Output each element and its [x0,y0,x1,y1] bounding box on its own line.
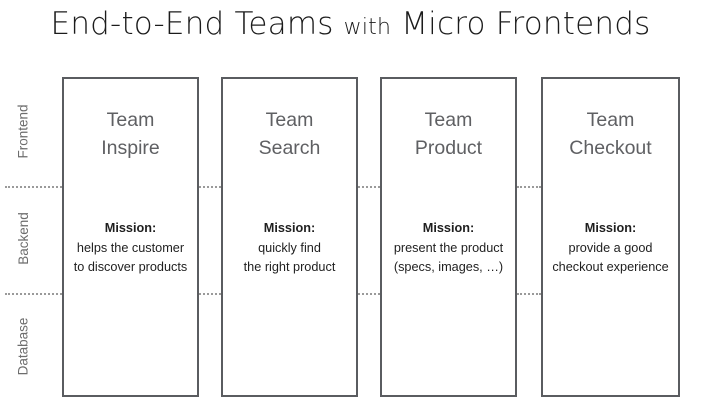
layer-divider-backend-database-gap-1 [199,293,221,295]
layer-divider-frontend-backend-gap-3 [517,186,541,188]
team-name-line-2: Checkout [569,137,652,159]
layer-label-backend: Backend [0,186,46,290]
layer-divider-frontend-backend-gap-2 [358,186,380,188]
mission-heading: Mission: [104,221,157,235]
title-part-teams: End-to-End Teams [50,6,334,42]
mission-heading: Mission: [584,221,637,235]
team-mission-inspire: Mission: helps the customer to discover … [58,219,203,277]
title-part-with: with [343,15,392,40]
team-name-search: Team Search [223,106,356,162]
layer-label-frontend: Frontend [0,77,46,185]
team-name-line-2: Inspire [101,137,160,159]
team-name-line-2: Product [414,137,483,159]
layer-divider-backend-database-margin [5,293,62,295]
layer-divider-backend-database-gap-2 [358,293,380,295]
page-title: End-to-End Teams with Micro Frontends [0,6,701,42]
team-name-line-1: Team [586,109,635,131]
team-name-inspire: Team Inspire [64,106,197,162]
layer-label-frontend-text: Frontend [15,103,31,159]
team-column-checkout[interactable]: Team Checkout Mission: provide a good ch… [541,77,680,397]
layer-divider-frontend-backend-gap-1 [199,186,221,188]
mission-line-2: the right product [243,260,336,274]
mission-line-2: checkout experience [552,260,669,274]
mission-heading: Mission: [263,221,316,235]
mission-line-2: to discover products [73,260,188,274]
team-name-line-2: Search [258,137,321,159]
team-column-product[interactable]: Team Product Mission: present the produc… [380,77,517,397]
mission-line-1: present the product [393,241,504,255]
team-name-line-1: Team [106,109,155,131]
layer-label-backend-text: Backend [15,211,31,265]
team-name-product: Team Product [382,106,515,162]
mission-line-1: provide a good [568,241,653,255]
team-column-search[interactable]: Team Search Mission: quickly find the ri… [221,77,358,397]
team-mission-checkout: Mission: provide a good checkout experie… [537,219,684,277]
mission-line-1: quickly find [258,241,321,255]
mission-line-1: helps the customer [76,241,185,255]
team-name-line-1: Team [424,109,473,131]
team-name-checkout: Team Checkout [543,106,678,162]
layer-label-database: Database [0,294,46,398]
layer-divider-backend-database-gap-3 [517,293,541,295]
team-column-inspire[interactable]: Team Inspire Mission: helps the customer… [62,77,199,397]
layer-divider-frontend-backend-margin [5,186,62,188]
layer-label-database-text: Database [15,317,31,375]
team-name-line-1: Team [265,109,314,131]
title-part-micro-frontends: Micro Frontends [401,6,651,42]
mission-line-2: (specs, images, …) [393,260,504,274]
mission-heading: Mission: [422,221,475,235]
team-mission-product: Mission: present the product (specs, ima… [376,219,521,277]
team-mission-search: Mission: quickly find the right product [217,219,362,277]
